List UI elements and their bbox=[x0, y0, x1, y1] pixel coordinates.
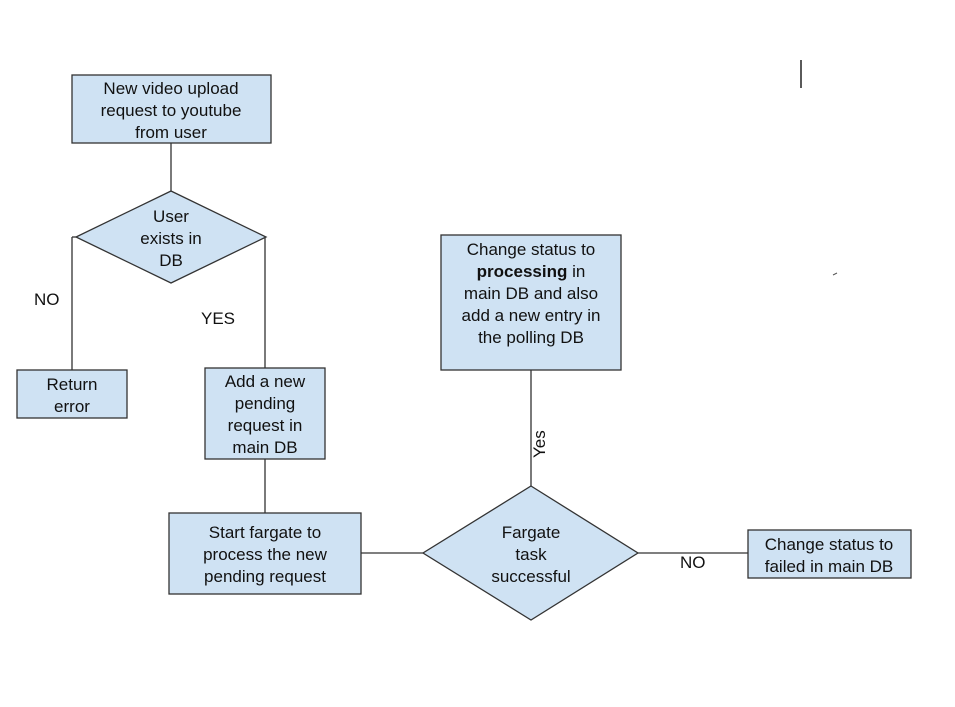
node-upload-request: New video upload request to youtube from… bbox=[71, 74, 272, 144]
node-status-failed: Change status to failed in main DB bbox=[747, 529, 912, 579]
edge-label-yes-user: YES bbox=[201, 309, 235, 328]
node-upload-request-line-2: request to youtube bbox=[101, 101, 242, 120]
node-fargate-success-line-3: successful bbox=[491, 567, 570, 586]
node-return-error-line-2: error bbox=[54, 397, 90, 416]
node-user-exists-line-3: DB bbox=[159, 251, 183, 270]
node-status-processing-line-1: Change status to bbox=[467, 240, 596, 259]
node-start-fargate-line-3: pending request bbox=[204, 567, 326, 586]
edges bbox=[71, 143, 748, 554]
node-status-processing: Change status to processing in main DB a… bbox=[440, 234, 622, 371]
node-fargate-success-line-1: Fargate bbox=[502, 523, 561, 542]
processing-line-rest: in bbox=[567, 262, 585, 281]
node-add-pending-line-3: request in bbox=[228, 416, 303, 435]
node-fargate-success-line-2: task bbox=[515, 545, 547, 564]
node-status-processing-line-4: add a new entry in bbox=[462, 306, 601, 325]
node-status-failed-line-1: Change status to bbox=[765, 535, 894, 554]
node-user-exists-decision: User exists in DB bbox=[74, 190, 268, 284]
node-user-exists-line-2: exists in bbox=[140, 229, 201, 248]
node-add-pending-line-2: pending bbox=[235, 394, 296, 413]
node-status-failed-line-2: failed in main DB bbox=[765, 557, 894, 576]
node-status-processing-line-2: processing in bbox=[477, 262, 586, 281]
node-user-exists-line-1: User bbox=[153, 207, 189, 226]
stray-mark-tick bbox=[832, 272, 838, 276]
node-return-error-line-1: Return bbox=[46, 375, 97, 394]
edge-label-no-user: NO bbox=[34, 290, 60, 309]
node-add-pending: Add a new pending request in main DB bbox=[204, 367, 326, 460]
node-start-fargate-line-1: Start fargate to bbox=[209, 523, 321, 542]
node-status-processing-line-3: main DB and also bbox=[464, 284, 598, 303]
node-return-error: Return error bbox=[16, 369, 128, 419]
node-status-processing-line-5: the polling DB bbox=[478, 328, 584, 347]
edge-label-no-fargate: NO bbox=[680, 553, 706, 572]
node-start-fargate-line-2: process the new bbox=[203, 545, 328, 564]
node-add-pending-line-1: Add a new bbox=[225, 372, 306, 391]
node-fargate-success-decision: Fargate task successful bbox=[421, 485, 640, 621]
processing-keyword: processing bbox=[477, 262, 568, 281]
node-upload-request-line-3: from user bbox=[135, 123, 207, 142]
node-upload-request-line-1: New video upload bbox=[103, 79, 238, 98]
node-add-pending-line-4: main DB bbox=[232, 438, 297, 457]
node-start-fargate: Start fargate to process the new pending… bbox=[168, 512, 362, 595]
edge-label-yes-fargate: Yes bbox=[530, 430, 549, 458]
